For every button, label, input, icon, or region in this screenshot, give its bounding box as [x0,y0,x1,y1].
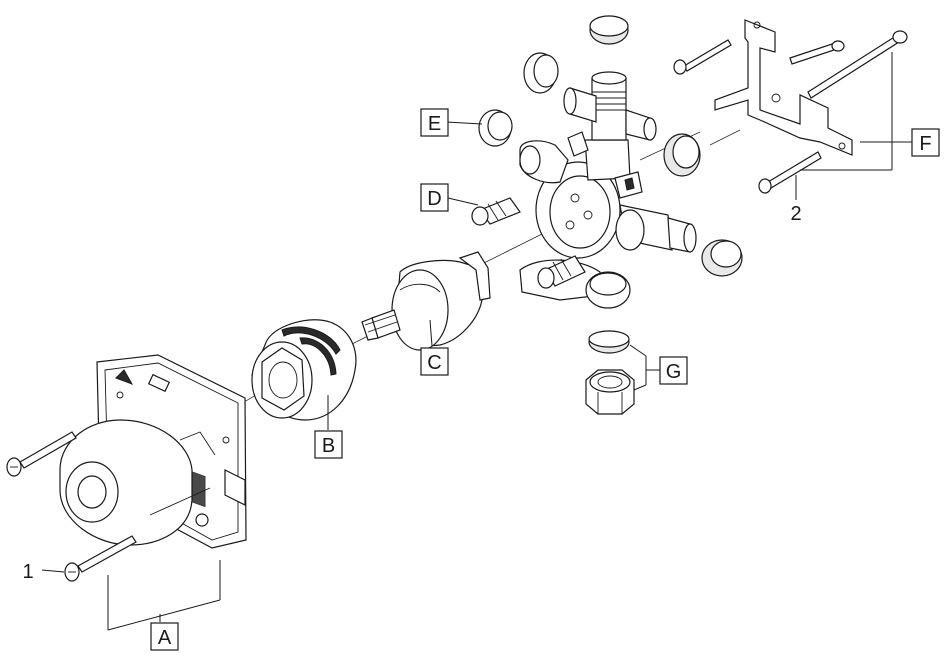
item-number-1: 1 [22,561,33,583]
screw-lower-left [64,535,137,582]
callout-g: G [659,356,688,385]
callout-d: D [420,183,449,212]
plug-cap-lower-right [701,239,743,277]
bracket-screw-small [789,40,845,65]
seat-ring-top [523,52,559,94]
check-stop-lower [537,255,586,289]
plug-cap-right [663,133,701,177]
callout-c: C [420,347,449,376]
svg-text:C: C [427,352,441,374]
callout-a: A [150,622,179,651]
screw-upper-left [6,431,77,477]
seat-ring-e [478,109,513,147]
compression-nut [585,369,635,415]
svg-text:F: F [919,133,931,155]
item-number-2: 2 [790,203,801,225]
cartridge [361,251,491,351]
callout-f: F [911,128,940,157]
compression-cap [588,330,630,354]
check-stop-upper [471,197,521,226]
svg-text:B: B [322,435,335,457]
svg-text:E: E [428,113,441,135]
bonnet-nut [251,319,357,421]
valve-body [519,71,697,301]
svg-text:A: A [158,627,172,649]
svg-text:D: D [427,188,441,210]
leader-lines [41,52,912,631]
plug-cap-top [589,15,629,45]
plaster-guard [59,354,247,549]
bracket-screw-lower [758,151,822,194]
mounting-bracket [714,19,853,156]
bracket-screw-upper [673,39,732,75]
seat-ring-bottom [585,271,631,309]
bracket-screw-right [807,30,908,99]
callout-b: B [314,430,343,459]
callout-e: E [420,108,449,137]
svg-text:G: G [666,361,682,383]
